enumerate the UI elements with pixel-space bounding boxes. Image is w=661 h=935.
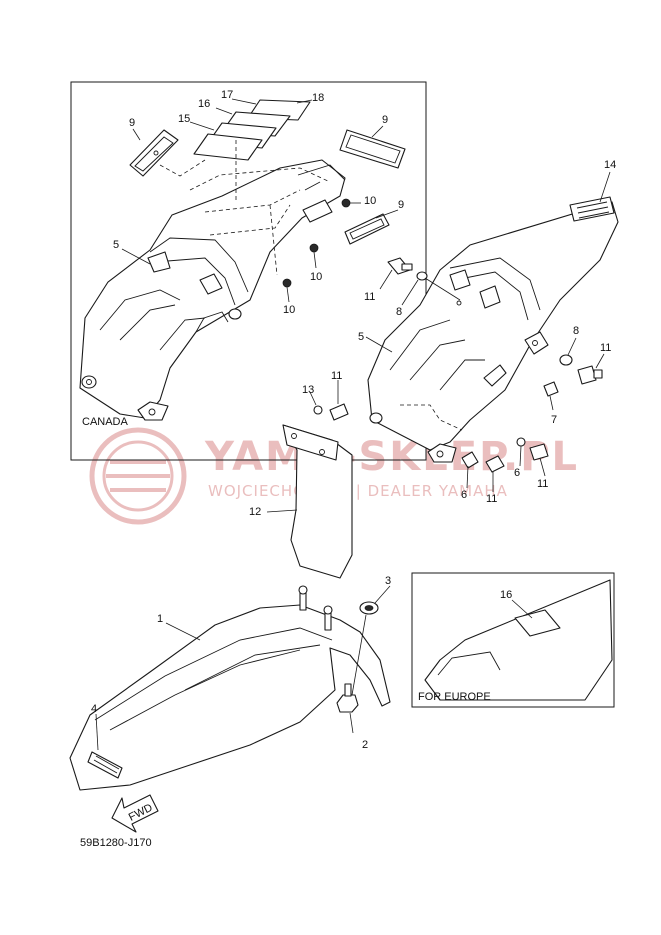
callout-10c: 10 [283, 304, 295, 316]
callout-9b: 9 [382, 114, 388, 126]
callout-5a: 5 [113, 239, 119, 251]
callout-8b: 8 [573, 325, 579, 337]
leader-lines [95, 98, 611, 751]
rear-fender-main [367, 196, 619, 463]
europe-box: FOR EUROPE [411, 572, 615, 708]
callout-11d: 11 [486, 493, 497, 505]
callout-17: 17 [221, 89, 233, 101]
callout-16a: 16 [198, 98, 210, 110]
callout-11e: 11 [331, 370, 342, 382]
callout-3: 3 [385, 575, 391, 587]
watermark-main: YAMA-SKLEP.PL [204, 434, 579, 480]
callout-7: 7 [551, 414, 557, 426]
callout-5b: 5 [358, 331, 364, 343]
fwd-arrow-icon: FWD [111, 794, 159, 833]
diagram-code: 59B1280-J170 [80, 837, 152, 849]
watermark-logo [89, 427, 187, 525]
callout-1: 1 [157, 613, 163, 625]
callout-4: 4 [91, 703, 97, 715]
front-fasteners [336, 601, 379, 713]
callout-6b: 6 [461, 489, 467, 501]
sticker-set [193, 99, 311, 161]
fasteners-right [313, 257, 603, 473]
callout-11a: 11 [364, 291, 375, 303]
canada-box: CANADA [70, 81, 427, 461]
callout-11b: 11 [600, 342, 611, 354]
callout-15: 15 [178, 113, 190, 125]
callout-9c: 9 [398, 199, 404, 211]
mud-flap [282, 424, 353, 579]
watermark-sub: WOJCIECHOWICZ | DEALER YAMAHA [208, 482, 508, 500]
canada-label: CANADA [82, 416, 129, 428]
reflector-right-top [339, 129, 406, 169]
canada-rear-fender [79, 140, 346, 421]
callout-13: 13 [302, 384, 314, 396]
front-fender [69, 585, 391, 791]
callout-9a: 9 [129, 117, 135, 129]
callout-8a: 8 [396, 306, 402, 318]
callout-16b: 16 [500, 589, 512, 601]
callout-11c: 11 [537, 478, 548, 490]
callout-18: 18 [312, 92, 324, 104]
callout-10a: 10 [364, 195, 376, 207]
callout-2: 2 [362, 739, 368, 751]
callout-12: 12 [249, 506, 261, 518]
callout-6a: 6 [514, 467, 520, 479]
callout-10b: 10 [310, 271, 322, 283]
callouts: 9 9 9 10 10 10 15 16 17 18 5 14 11 8 5 8… [91, 89, 616, 751]
europe-label: FOR EUROPE [418, 691, 491, 703]
watermark: YAMA-SKLEP.PL WOJCIECHOWICZ | DEALER YAM… [89, 427, 579, 525]
reflector-left [129, 129, 179, 177]
callout-14: 14 [604, 159, 616, 171]
reflector-right-bottom [344, 213, 390, 245]
